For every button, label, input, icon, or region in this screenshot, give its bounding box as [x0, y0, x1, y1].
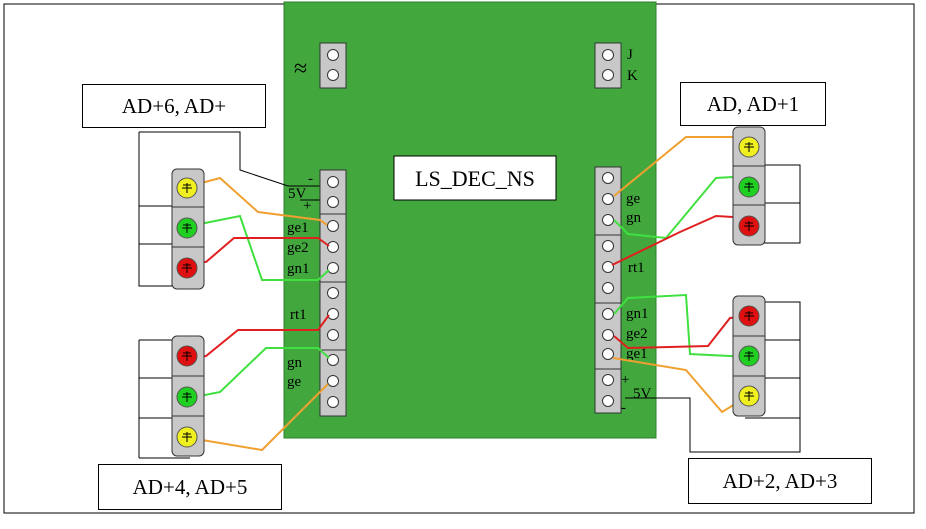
- right-gn1-label: gn1: [626, 306, 649, 322]
- diode-icons: [182, 142, 754, 442]
- group-label-top-right: AD, AD+1: [680, 82, 826, 126]
- left-rt1-label: rt1: [290, 307, 307, 323]
- left-gn1-label: gn1: [287, 261, 310, 277]
- left-ge-label: ge: [287, 374, 302, 390]
- left-5v-label: 5V: [288, 186, 307, 202]
- board-title: LS_DEC_NS: [415, 166, 535, 191]
- right-ge-label: ge: [626, 191, 641, 207]
- right-ge1-label: ge1: [626, 346, 648, 362]
- left-ge2-label: ge2: [287, 240, 309, 256]
- right-terminal-holes: [602, 172, 614, 407]
- led-strip-top-left: [171, 168, 205, 290]
- right-gn-label: gn: [626, 210, 642, 226]
- left-gn-label: gn: [287, 355, 303, 371]
- right-rt1-label: rt1: [628, 260, 645, 276]
- left-terminal-holes: [327, 176, 339, 408]
- group-label-bottom-left: AD+4, AD+5: [98, 464, 282, 510]
- right-5v-label: 5V: [633, 386, 652, 402]
- terminal-labels: ≈ J K - 5V + ge1 ge2 gn1 rt1 gn ge ge gn…: [287, 47, 652, 416]
- k-label: K: [627, 68, 638, 84]
- board-title-box: [393, 155, 557, 201]
- right-ge2-label: ge2: [626, 326, 648, 342]
- group-label-bottom-right: AD+2, AD+3: [688, 458, 872, 504]
- group-label-top-left: AD+6, AD+: [82, 84, 266, 128]
- right-minus-label: -: [621, 400, 626, 416]
- ac-symbol-label: ≈: [294, 56, 307, 82]
- left-ge1-label: ge1: [287, 220, 309, 236]
- j-label: J: [627, 47, 633, 63]
- left-minus-label: -: [308, 171, 313, 187]
- right-plus-label: +: [621, 372, 629, 388]
- jk-terminal: [594, 42, 622, 89]
- led-strip-bottom-left: [171, 335, 205, 457]
- ac-terminal: [319, 42, 347, 89]
- left-plus-label: +: [303, 198, 311, 214]
